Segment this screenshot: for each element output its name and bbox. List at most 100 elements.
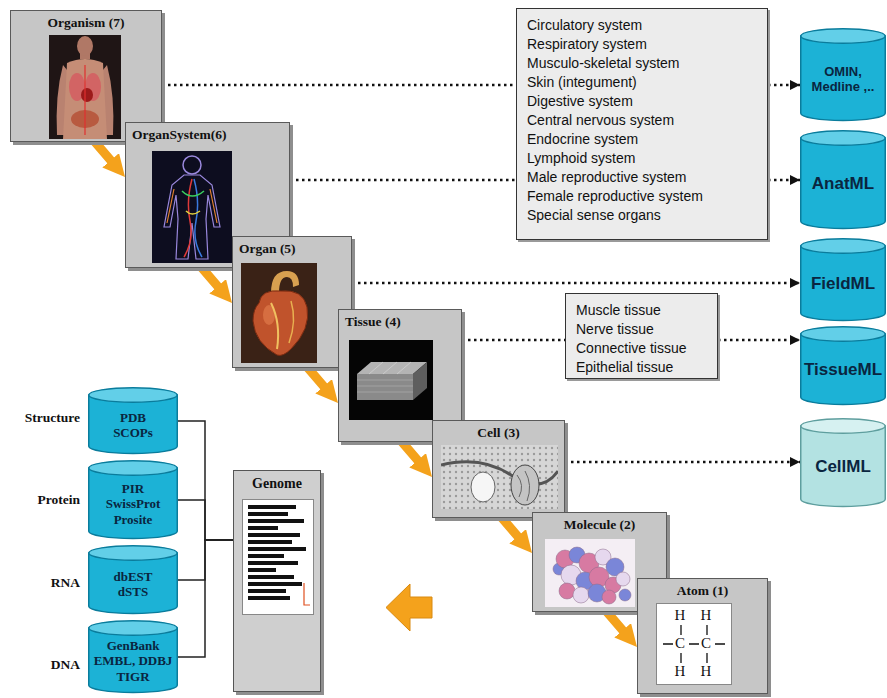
heart-picture-part	[289, 301, 294, 343]
level-title: Atom (1)	[638, 579, 767, 599]
genome-picture-part	[248, 561, 298, 565]
genome-picture-part	[248, 519, 304, 523]
list-item: Central nervous system	[527, 111, 757, 130]
genome-picture	[242, 499, 314, 615]
heart-picture-part	[253, 291, 308, 356]
level-title: Cell (3)	[433, 421, 564, 441]
list-item: Digestive system	[527, 92, 757, 111]
label-holder: C	[700, 636, 712, 650]
organ-system-picture-part	[183, 156, 201, 174]
level-box: Cell (3)	[432, 420, 565, 518]
list-item: Lymphoid system	[527, 149, 757, 168]
genome-picture-part	[248, 575, 294, 579]
dotted-link	[718, 339, 800, 342]
cylinder-body	[801, 36, 886, 121]
bracket-line	[178, 500, 233, 540]
level-title: Organ (5)	[233, 237, 351, 257]
molecule-picture-part	[545, 539, 635, 607]
organ-system-picture-part	[186, 211, 200, 214]
organ-system-picture-part	[152, 151, 232, 263]
database-name: GenBank EMBL, DDBJ TIGR	[91, 638, 175, 684]
label-holder: RNA	[0, 575, 80, 591]
list-item: Nerve tissue	[576, 320, 707, 339]
cylinder-top	[89, 546, 178, 561]
molecule-picture-part	[553, 547, 631, 604]
label-holder: DNA	[0, 657, 80, 673]
genome-picture-part	[248, 596, 290, 600]
cell-picture-part	[441, 445, 558, 509]
label-holder: Protein	[0, 492, 80, 508]
list-item: Respiratory system	[527, 35, 757, 54]
cylinder-top	[801, 131, 886, 146]
dotted-link	[352, 282, 800, 285]
dotted-link	[565, 461, 800, 464]
bracket-line	[178, 540, 233, 657]
genome-picture-part	[248, 533, 300, 537]
heart-picture	[241, 263, 317, 363]
cylinder-body	[89, 553, 178, 614]
molecule-picture-part	[619, 589, 631, 601]
label-holder: H	[700, 608, 712, 622]
level-arrow	[95, 142, 125, 177]
atom-symbol: C	[674, 636, 686, 650]
genome-box: Genome	[233, 470, 321, 692]
cylinder-top	[89, 461, 178, 476]
genome-picture-part	[248, 582, 302, 586]
level-arrow	[308, 368, 338, 403]
database-cylinder: TissueML	[800, 326, 886, 406]
genome-picture-part	[248, 540, 292, 544]
organ-system-picture-part	[182, 191, 204, 196]
list-item: Circulatory system	[527, 16, 757, 35]
dotted-link	[462, 339, 565, 342]
database-name: OMIN, Medline ,..	[803, 64, 883, 95]
molecule-type-label: Protein	[0, 492, 80, 508]
level-arrow	[402, 442, 432, 477]
database-cylinder: CellML	[800, 418, 886, 508]
genome-picture-part	[248, 547, 306, 551]
genome-picture-part	[248, 505, 296, 509]
cylinder-top	[801, 29, 886, 44]
list-item: Endocrine system	[527, 130, 757, 149]
database-name: TissueML	[803, 360, 883, 380]
molecule-type-label: DNA	[0, 657, 80, 673]
dotted-link	[162, 84, 516, 87]
molecule-picture-part	[616, 572, 630, 586]
organism-picture	[49, 35, 121, 139]
organ-system-picture-part	[194, 179, 202, 257]
level-box: Organ (5)	[232, 236, 352, 368]
structural-formula-part	[657, 604, 732, 685]
database-name: PDB SCOPs	[108, 410, 158, 441]
database-cylinder: PIR SwissProt Prosite	[88, 460, 178, 540]
database-cylinder: PDB SCOPs	[88, 387, 178, 455]
level-arrow	[607, 612, 637, 647]
label-holder: H	[674, 608, 686, 622]
molecule-picture-part	[559, 583, 575, 599]
organism-picture-part	[81, 88, 93, 102]
cell-picture-part	[471, 472, 495, 502]
cylinder-body	[801, 334, 886, 405]
cylinder-top	[89, 621, 178, 636]
list-box: Circulatory systemRespiratory systemMusc…	[516, 8, 768, 240]
label-holder: C	[674, 636, 686, 650]
tissue-picture	[349, 340, 433, 420]
label-holder: Structure	[0, 410, 80, 426]
genome-picture-part	[248, 512, 288, 516]
molecule-picture-part	[602, 590, 616, 604]
cell-picture-part	[517, 471, 530, 501]
database-name: FieldML	[803, 274, 883, 294]
molecule-type-label: RNA	[0, 575, 80, 591]
tissue-picture-part	[369, 362, 411, 374]
cylinder-body	[89, 468, 178, 539]
tissue-picture-part	[413, 362, 427, 400]
organ-system-picture-part	[167, 189, 217, 223]
cell-picture	[441, 445, 558, 509]
cylinder-top	[801, 419, 886, 434]
tissue-picture-part	[357, 374, 413, 400]
list-item: Skin (integument)	[527, 73, 757, 92]
organ-system-picture	[152, 151, 232, 263]
cell-picture-part	[511, 465, 539, 505]
cylinder-body	[801, 138, 886, 229]
database-cylinder: GenBank EMBL, DDBJ TIGR	[88, 620, 178, 694]
heart-picture-part	[271, 303, 278, 349]
